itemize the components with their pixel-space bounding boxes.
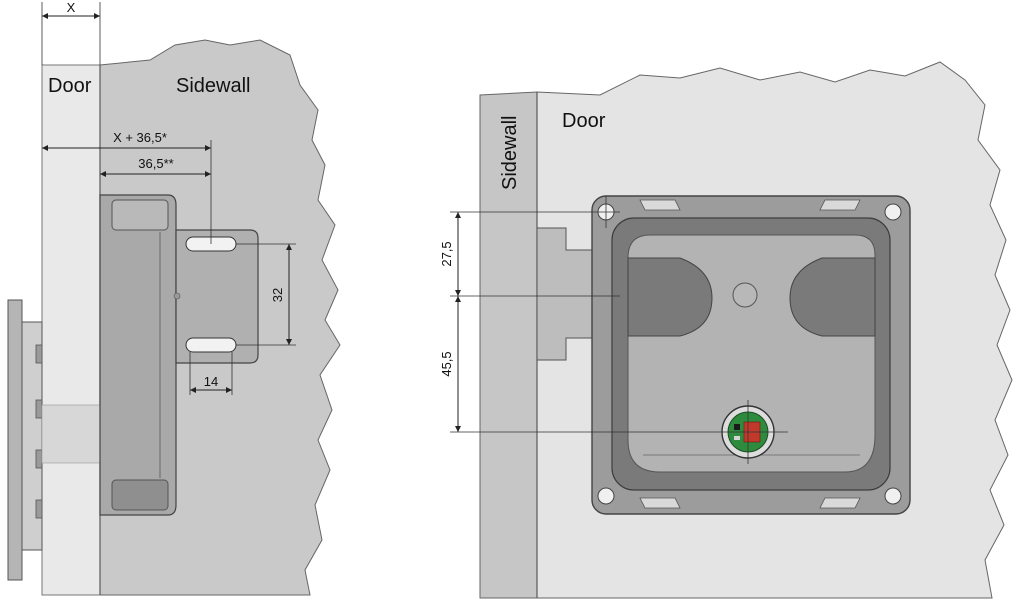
left-mounting-bracket [175,229,259,364]
dim-slot-width-label: 14 [204,374,218,389]
left-sidewall-label: Sidewall [176,75,250,97]
left-spindle [41,404,103,464]
dim-x-label: X [67,0,76,15]
left-handle-flange [7,299,23,581]
dim-upper-label: 27,5 [439,241,454,266]
right-center-hole [732,282,758,308]
right-view: 27,5 45,5 Door Sidewall [439,61,1013,599]
dim-lower-label: 45,5 [439,351,454,376]
dim-slot-pitch-label: 32 [270,288,285,302]
right-sidewall-label: Sidewall [499,116,521,190]
screw-bottom-right [884,487,902,505]
left-view: X X + 36,5* 36,5** 32 14 Door Sidewall [7,0,341,596]
screw-top-right [884,203,902,221]
dim-x-plus-label: X + 36,5* [113,130,167,145]
screw-bottom-left [597,487,615,505]
right-left-lobe [627,257,713,337]
left-lock-housing [99,194,177,516]
right-door-label: Door [562,110,606,132]
left-door-label: Door [48,75,92,97]
left-door-body [41,64,101,596]
dim-offset-label: 36,5** [138,156,173,171]
left-lower-slot [185,337,237,353]
right-right-lobe [789,257,876,337]
